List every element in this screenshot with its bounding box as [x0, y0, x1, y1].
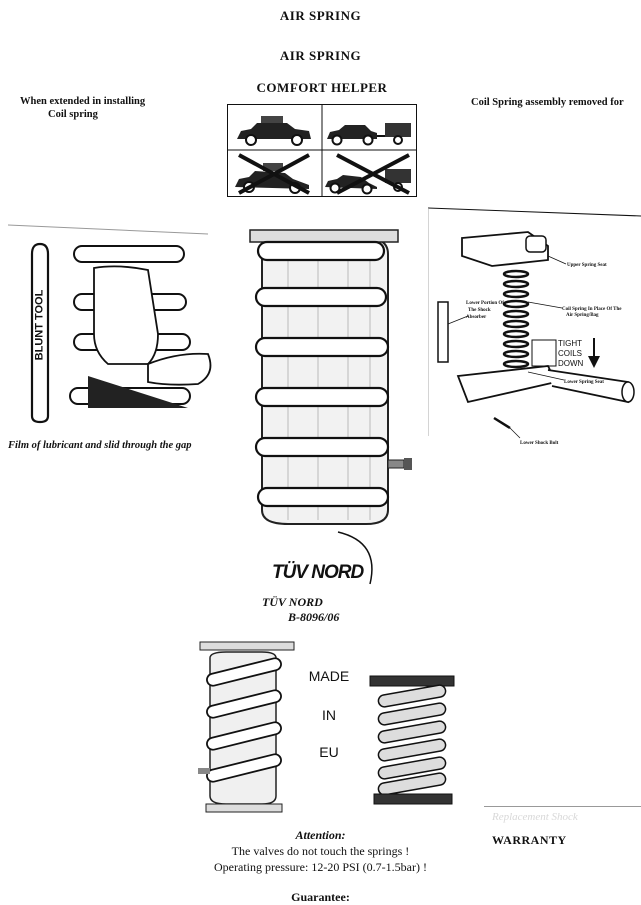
- guarantee-title: Guarantee:: [291, 890, 350, 904]
- tool-label: BLUNT TOOL: [33, 289, 45, 361]
- subtitle: COMFORT HELPER: [256, 80, 388, 95]
- car-sagging-icon: [235, 153, 310, 195]
- warranty-divider: [484, 806, 641, 807]
- attention-title: Attention:: [295, 828, 346, 842]
- warranty-label: WARRANTY: [492, 833, 567, 847]
- attention-line2: Operating pressure: 12-20 PSI (0.7-1.5ba…: [214, 860, 427, 874]
- lubricant-caption: Film of lubricant and slid through the g…: [8, 440, 192, 451]
- made-label: MADE: [308, 668, 350, 684]
- callout-tight-3: DOWN: [558, 359, 584, 368]
- blunt-tool-icon: [30, 242, 50, 424]
- callout-upper-spring-seat: Upper Spring Seat: [567, 263, 607, 268]
- car-trailer-sagging-icon: [325, 153, 411, 195]
- air-spring-small-illustration: [196, 640, 300, 816]
- callout-tight-1: TIGHT: [558, 339, 582, 348]
- main-title: AIR SPRING: [279, 48, 362, 63]
- blunt-tool-illustration: [8, 224, 218, 434]
- in-label: IN: [322, 707, 336, 723]
- car-with-trailer-icon: [327, 123, 411, 146]
- car-loaded-icon: [237, 116, 311, 146]
- eu-label: EU: [319, 744, 339, 760]
- warranty-faint-text: Replacement Shock: [492, 811, 578, 823]
- tuv-nord-logo: TÜV NORD: [262, 528, 382, 590]
- coil-spring-diagram: Upper Spring Seat Coil Spring In Place O…: [428, 206, 641, 454]
- callout-coil-in-place-2: Air Spring/Bag: [566, 313, 599, 318]
- callout-lower-shock-2: The Shock: [468, 308, 491, 313]
- certification-number: B-8096/06: [288, 610, 340, 624]
- top-title: AIR SPRING: [279, 8, 362, 23]
- attention-line1: The valves do not touch the springs !: [231, 844, 410, 858]
- coil-spring-small-illustration: [366, 674, 460, 806]
- car-usage-illustration: [227, 101, 417, 197]
- callout-lower-shock-bolt: Lower Shock Bolt: [520, 441, 559, 446]
- tuv-logo-text: TÜV NORD: [272, 562, 364, 583]
- install-note-line1: When extended in installing: [20, 96, 146, 107]
- air-spring-illustration: [248, 218, 414, 540]
- install-note-line2: Coil spring: [48, 109, 98, 120]
- callout-coil-in-place-1: Coil Spring In Place Of The: [562, 307, 622, 312]
- callout-tight-2: COILS: [558, 349, 582, 358]
- tool-label-wrap: BLUNT TOOL: [24, 250, 54, 400]
- removal-note: Coil Spring assembly removed for: [471, 97, 624, 108]
- certification-name: TÜV NORD: [262, 595, 323, 609]
- callout-lower-shock-3: Absorber: [466, 315, 487, 320]
- callout-lower-shock-1: Lower Portion Of: [466, 301, 504, 306]
- callout-lower-spring-seat: Lower Spring Seat: [564, 380, 604, 385]
